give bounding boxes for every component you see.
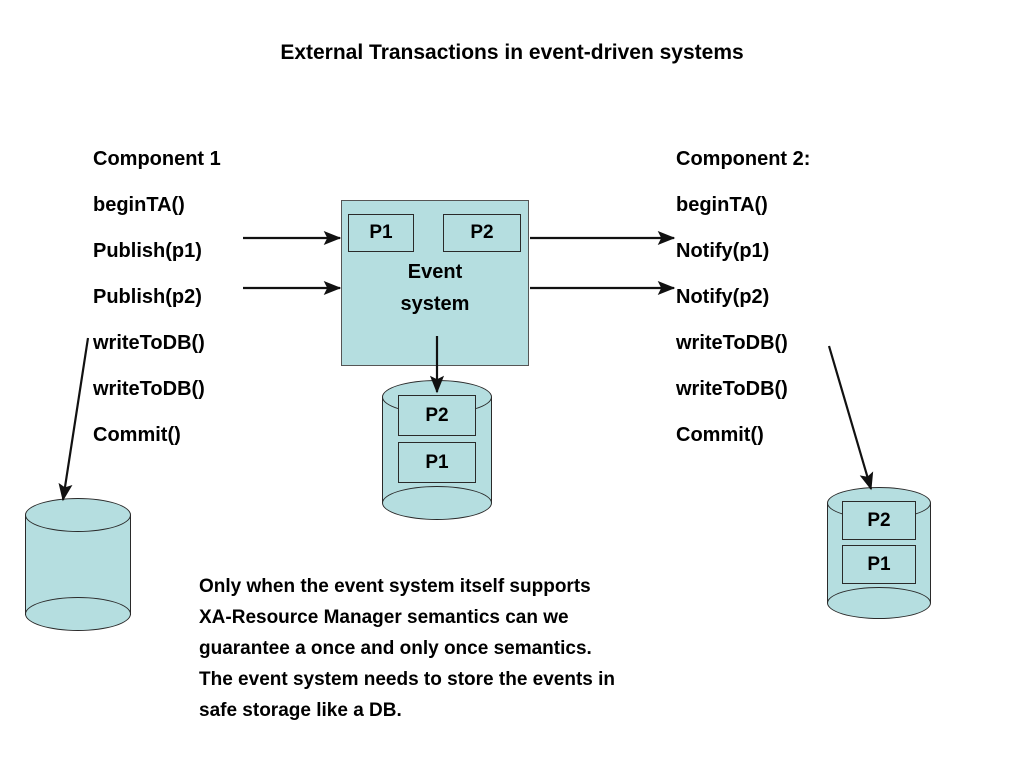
event-store-cylinder-bottom — [382, 486, 492, 520]
component-1-heading: Component 1 — [93, 148, 221, 170]
component-1-step-commit: Commit() — [93, 424, 181, 446]
component2-db-arrow — [827, 345, 874, 491]
component-2-steps: Component 2: beginTA() Notify(p1) Notify… — [676, 136, 810, 458]
component-2-database: P2 P1 — [827, 487, 931, 619]
caption-line-3: guarantee a once and only once semantics… — [199, 638, 592, 659]
page-title: External Transactions in event-driven sy… — [280, 41, 744, 64]
caption-line-1: Only when the event system itself suppor… — [199, 576, 591, 597]
event-system-label: Event system — [341, 256, 529, 320]
event-store-database: P2 P1 — [382, 380, 492, 520]
component-2-step-writetodb-1: writeToDB() — [676, 332, 788, 354]
component-1-cylinder-bottom — [25, 597, 131, 631]
component-1-cylinder-top — [25, 498, 131, 532]
component-2-step-begin: beginTA() — [676, 194, 768, 216]
component-2-step-commit: Commit() — [676, 424, 764, 446]
component-2-db-p1-record: P1 — [842, 545, 916, 584]
component-2-step-notify-p1: Notify(p1) — [676, 240, 770, 262]
caption-line-5: safe storage like a DB. — [199, 700, 402, 721]
component-1-step-publish-p2: Publish(p2) — [93, 286, 202, 308]
component-1-step-publish-p1: Publish(p1) — [93, 240, 202, 262]
event-system-p2-box: P2 — [443, 214, 521, 252]
component-1-step-writetodb-1: writeToDB() — [93, 332, 205, 354]
component-2-step-writetodb-2: writeToDB() — [676, 378, 788, 400]
component-1-step-writetodb-2: writeToDB() — [93, 378, 205, 400]
component-1-database — [25, 498, 131, 631]
component-1-steps: Component 1 beginTA() Publish(p1) Publis… — [93, 136, 221, 458]
component-1-step-begin: beginTA() — [93, 194, 185, 216]
caption-line-2: XA-Resource Manager semantics can we — [199, 607, 569, 628]
event-system-label-line2: system — [400, 293, 470, 315]
event-system-label-line1: Event — [407, 261, 463, 283]
event-system-p1-box: P1 — [348, 214, 414, 252]
component-2-cylinder-bottom — [827, 587, 931, 619]
event-store-p2-record: P2 — [398, 395, 476, 436]
caption-line-4: The event system needs to store the even… — [199, 669, 616, 690]
caption-text: Only when the event system itself suppor… — [199, 571, 799, 726]
component-2-step-notify-p2: Notify(p2) — [676, 286, 770, 308]
event-store-p1-record: P1 — [398, 442, 476, 483]
component-2-db-p2-record: P2 — [842, 501, 916, 540]
component-2-heading: Component 2: — [676, 148, 811, 170]
component1-db-arrow — [58, 337, 90, 502]
